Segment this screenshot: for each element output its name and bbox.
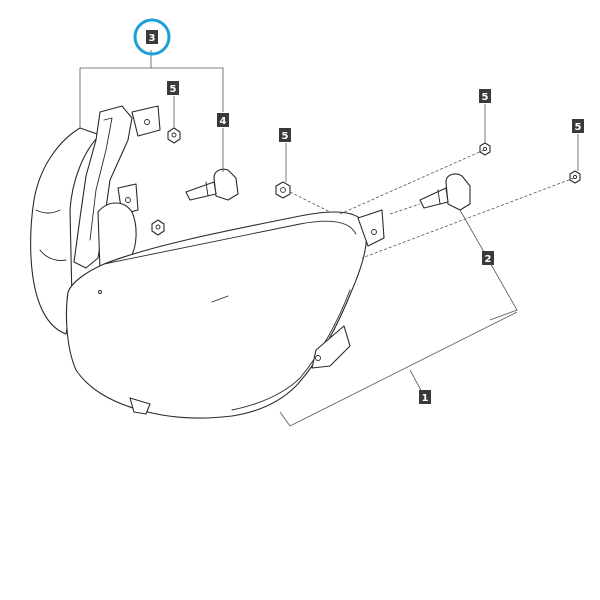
nut-parts-5 <box>151 127 581 236</box>
callout-label: 4 <box>220 116 227 127</box>
callout-label: 1 <box>422 393 429 404</box>
callout-label: 5 <box>282 131 289 142</box>
nut-icon <box>275 181 291 199</box>
nut-icon <box>569 170 581 184</box>
nut-icon <box>151 219 165 236</box>
callout-label: 5 <box>170 84 177 95</box>
callout-label: 5 <box>575 122 582 133</box>
callout-1: 1 <box>419 390 431 404</box>
alignment-lines <box>289 149 575 259</box>
callout-5-far-right: 5 <box>572 119 584 133</box>
leader-lines <box>79 50 579 427</box>
callout-2: 2 <box>482 251 494 265</box>
callout-label: 2 <box>485 254 492 265</box>
callout-5-upper-left: 5 <box>167 81 179 95</box>
callout-3: 3 <box>133 18 171 56</box>
bulb-part-2 <box>419 173 471 211</box>
callout-5-right: 5 <box>479 89 491 103</box>
nut-icon <box>167 127 181 144</box>
callout-label: 5 <box>482 92 489 103</box>
bulb-part-4 <box>185 168 239 201</box>
callout-4: 4 <box>217 113 229 127</box>
highlight-circle <box>133 18 171 56</box>
callout-5-center: 5 <box>279 128 291 142</box>
nut-icon <box>479 142 491 156</box>
callout-label: 3 <box>149 33 156 44</box>
headlight-assembly <box>30 105 385 419</box>
